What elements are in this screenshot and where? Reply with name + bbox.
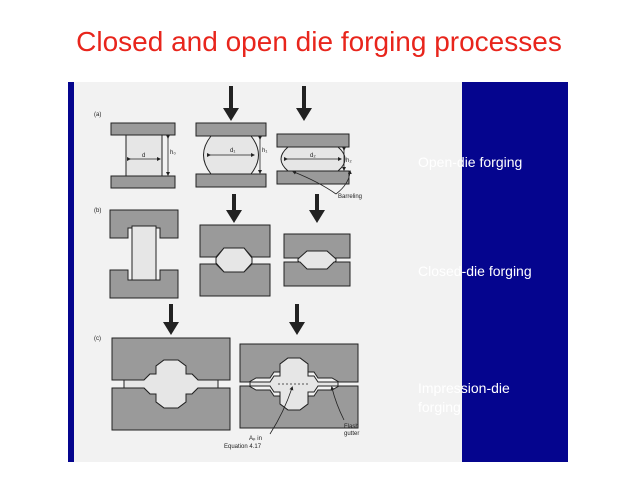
workpiece-cylinder [125,134,163,177]
impression-die-stage-1 [111,304,231,431]
lower-impression-die [111,387,231,431]
gutter-label: gutter [344,431,359,437]
impression-die-stage-2: Aₚ in Equation 4.17 Flash gutter [224,304,359,450]
part-label-c: (c) [94,336,101,342]
down-arrow-icon [309,210,325,223]
down-arrow-icon [296,108,312,121]
dimension-label-h2: h₂ [346,158,352,164]
barreling-leader [292,170,337,195]
down-arrow-icon [226,210,242,223]
closed-die-stage-2 [199,194,271,297]
open-die-stage-2: d₁ h₁ [195,86,267,188]
down-arrow-icon [163,322,179,335]
open-die-forging-label: Open-die forging [418,154,523,170]
closed-die-forging-label: Closed-die forging [418,263,532,279]
lower-flat-die [110,175,176,189]
dimension-label-h0: h₀ [170,150,176,156]
workpiece-billet [131,225,157,283]
dimension-label-d: d [142,153,145,159]
forging-diagram-panel: (a) d h₀ d₁ h₁ [74,82,462,462]
upper-flat-die [195,122,267,137]
flash-label: Flash [344,424,359,430]
part-label-b: (b) [94,208,101,214]
lower-die [283,261,351,287]
open-die-stage-3: d₂ h₂ Barreling [276,86,362,200]
down-arrow-icon [223,108,239,121]
impression-die-forging-label-line2: forging [418,399,461,415]
lower-die [199,263,271,297]
closed-die-stage-3 [283,194,351,287]
dimension-label-d2: d₂ [310,153,316,159]
upper-flat-die [276,133,350,148]
flash-gutter-leader [330,386,345,421]
dimension-label-d1: d₁ [230,148,235,154]
down-arrow-icon [289,322,305,335]
projected-area-leader [269,386,294,435]
lower-impression-die [239,385,359,429]
open-die-stage-1: d h₀ [110,122,176,189]
part-label-a: (a) [94,112,101,118]
lower-flat-die [276,170,350,185]
lower-die [109,269,179,299]
equation-label: Equation 4.17 [224,444,262,450]
ap-in-label: Aₚ in [249,436,262,442]
barreling-label: Barreling [338,194,362,200]
slide-title: Closed and open die forging processes [76,26,562,57]
partially-formed-part [215,247,253,273]
forging-figure: (a) d h₀ d₁ h₁ [68,82,568,462]
closed-die-stage-1 [109,209,179,299]
dimension-label-h1: h₁ [262,148,267,154]
impression-die-forging-label-line1: Impression-die [418,380,510,396]
lower-flat-die [195,173,267,188]
barreling-leader [335,170,352,195]
upper-die [109,209,179,239]
upper-flat-die [110,122,176,136]
forging-diagram: (a) d h₀ d₁ h₁ [94,86,362,450]
